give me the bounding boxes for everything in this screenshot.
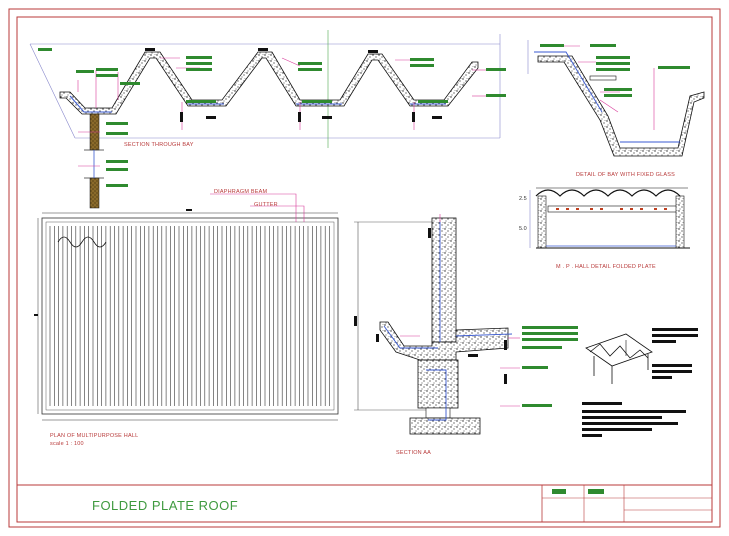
section-through-bay: SECTION THROUGH BAY <box>29 30 506 209</box>
dim-label-2: 5.0 <box>519 226 527 232</box>
section-aa: SECTION AA <box>354 214 578 456</box>
label-detail-of-bay: DETAIL OF BAY WITH FIXED GLASS <box>576 172 675 178</box>
label-section-aa: SECTION AA <box>396 450 431 456</box>
label-diaphragm-beam: DIAPHRAGM BEAM <box>214 189 267 195</box>
label-section-through-bay: SECTION THROUGH BAY <box>124 142 194 148</box>
plan-multipurpose-hall: DIAPHRAGM BEAM GUTTER PLAN OF MULTIPURPO… <box>34 189 339 447</box>
label-plan-scale: scale 1 : 100 <box>50 441 84 447</box>
label-gutter: GUTTER <box>254 202 278 208</box>
detail-of-bay: DETAIL OF BAY WITH FIXED GLASS <box>527 40 705 178</box>
label-plan-title: PLAN OF MULTIPURPOSE HALL <box>50 433 138 439</box>
folded-plate-isometric <box>582 328 698 437</box>
inner-border <box>16 16 713 523</box>
outer-border <box>8 8 721 528</box>
label-hall-detail: M . P . HALL DETAIL FOLDED PLATE <box>556 264 656 270</box>
hall-detail-folded-plate: 2.5 5.0 M . P . HALL DETAIL FOLDED PLATE <box>519 187 690 270</box>
drawing-title: FOLDED PLATE ROOF <box>92 498 238 513</box>
dim-label-1: 2.5 <box>519 196 527 202</box>
title-block <box>541 485 712 522</box>
